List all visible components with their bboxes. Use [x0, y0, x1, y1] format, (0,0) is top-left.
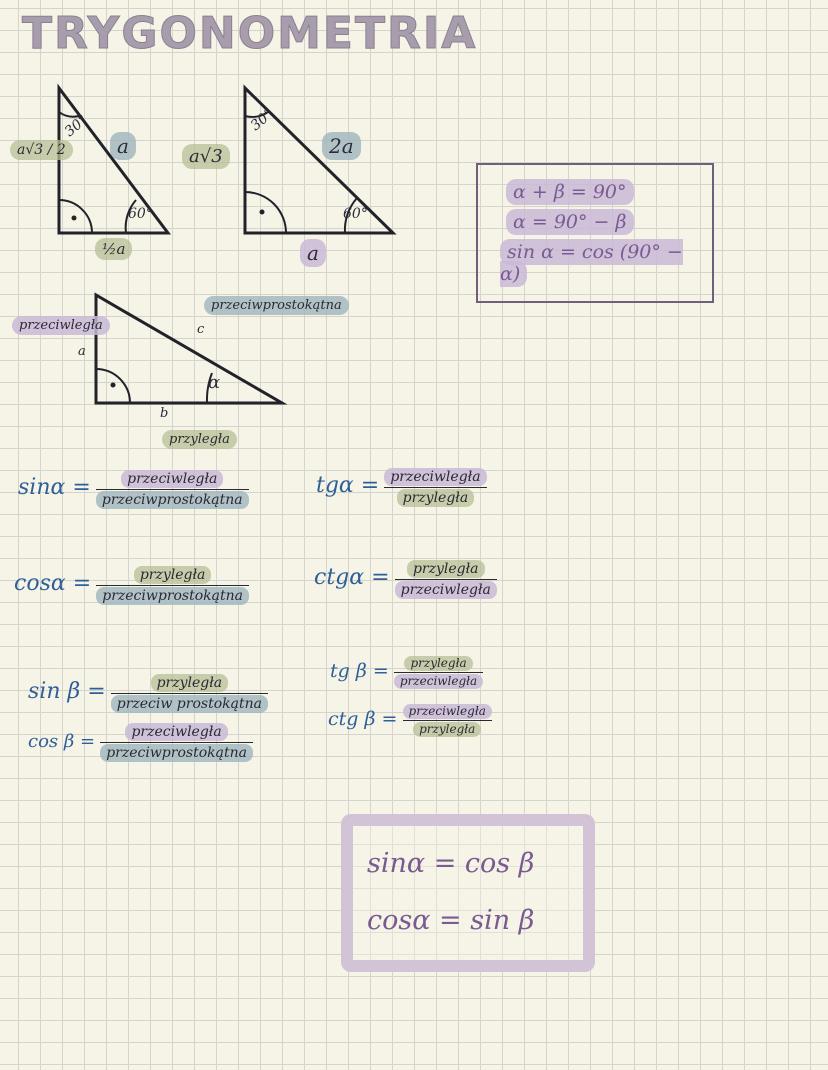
t1-hypotenuse: a	[110, 132, 136, 160]
angle-alpha: α	[208, 372, 221, 393]
formula-ctg-alpha: ctgα = przyległa przeciwległa	[314, 560, 497, 600]
formula-tg-alpha: tgα = przeciwległa przyległa	[316, 468, 487, 508]
t2-angle-bottom: 60°	[343, 206, 368, 222]
formula-ctg-beta: ctg β = przeciwległa przyległa	[328, 704, 492, 738]
formula-cos-beta: cos β = przeciwległa przeciwprostokątna	[28, 723, 253, 763]
cos-alpha-sin-beta: cosα = sin β	[367, 905, 535, 936]
alpha-equals: α = 90° − β	[506, 209, 634, 235]
label-opposite: przeciwległa	[12, 316, 110, 335]
sin-alpha-cos-beta: sinα = cos β	[367, 848, 535, 879]
formula-tg-beta: tg β = przyległa przeciwległa	[330, 656, 484, 690]
formula-cos-alpha: cosα = przyległa przeciwprostokątna	[14, 566, 249, 606]
t1-left-side: a√3 / 2	[10, 140, 73, 160]
angle-sum: α + β = 90°	[506, 179, 634, 205]
angle-relations-box: α + β = 90° α = 90° − β sin α = cos (90°…	[476, 163, 714, 303]
side-a: a	[78, 344, 86, 359]
right-angle-dot-3	[110, 382, 116, 388]
t2-hypotenuse: 2a	[322, 132, 361, 160]
summary-box: sinα = cos β cosα = sin β	[341, 814, 595, 972]
right-angle-dot-2	[259, 209, 265, 215]
t2-left-side: a√3	[182, 144, 230, 169]
formula-sin-alpha: sinα = przeciwległa przeciwprostokątna	[18, 470, 249, 510]
triangle-1	[57, 83, 172, 235]
sin-cos-identity: sin α = cos (90° − α)	[500, 239, 683, 287]
page-title: TRYGONOMETRIA	[21, 8, 478, 60]
side-b: b	[160, 406, 169, 421]
label-hypotenuse: przeciwprostokątna	[204, 296, 349, 315]
label-adjacent: przyległa	[162, 430, 237, 449]
triangle-3	[94, 292, 288, 405]
t1-bottom-side: ½a	[95, 238, 133, 260]
t1-angle-bottom: 60°	[128, 206, 153, 222]
t2-bottom-side: a	[300, 239, 326, 267]
side-c: c	[197, 322, 205, 337]
triangle-2	[243, 84, 397, 235]
formula-sin-beta: sin β = przyległa przeciw prostokątna	[28, 674, 268, 714]
right-angle-dot-1	[71, 215, 77, 221]
